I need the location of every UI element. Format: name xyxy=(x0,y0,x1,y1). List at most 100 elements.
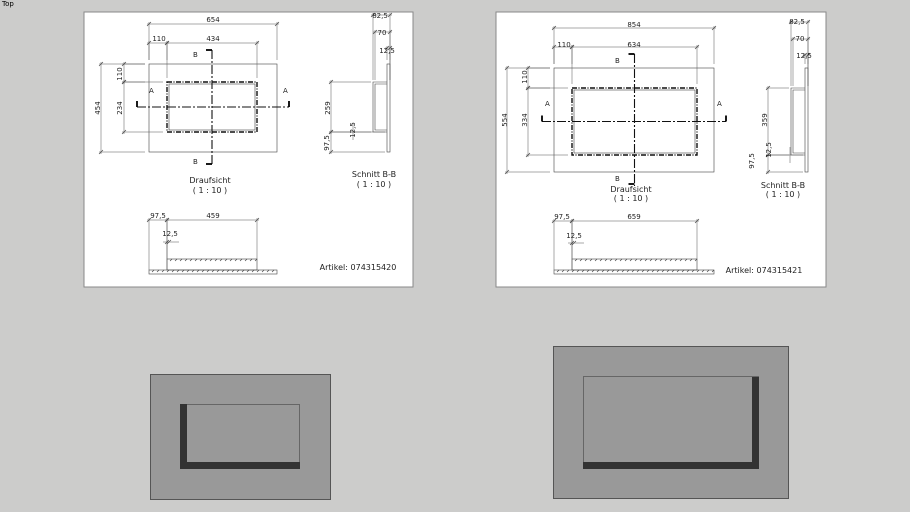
hatch xyxy=(226,269,230,273)
hatch xyxy=(209,258,213,262)
dim-margin-top: 110 xyxy=(521,70,529,83)
dim-section-bottom: 97,5 xyxy=(323,135,331,151)
hatch xyxy=(596,269,600,273)
model-object-small[interactable] xyxy=(150,374,331,500)
hatch xyxy=(686,269,690,273)
dim-tick xyxy=(571,240,577,246)
hatch xyxy=(196,269,200,273)
hatch xyxy=(244,258,248,262)
hatch xyxy=(216,269,220,273)
dim-inner-width: 634 xyxy=(627,41,641,49)
model-object-large[interactable] xyxy=(553,346,789,499)
hatch xyxy=(181,269,185,273)
hatch xyxy=(236,269,240,273)
hatch xyxy=(574,258,578,262)
hatch xyxy=(579,258,583,262)
hatch xyxy=(601,269,605,273)
hatch xyxy=(644,258,648,262)
hatch xyxy=(566,269,570,273)
section-frame-inner xyxy=(374,83,387,131)
hatch xyxy=(206,269,210,273)
hatch xyxy=(701,269,705,273)
dim-section-frame: 70 xyxy=(378,29,387,37)
hatch xyxy=(179,258,183,262)
hatch xyxy=(676,269,680,273)
hatch xyxy=(186,269,190,273)
hatch xyxy=(689,258,693,262)
dim-section-height: 359 xyxy=(761,113,769,126)
dim-inner-height: 334 xyxy=(521,113,529,127)
hatch xyxy=(711,269,715,273)
hatch xyxy=(594,258,598,262)
section-scale: ( 1 : 10 ) xyxy=(766,190,800,199)
hatch xyxy=(221,269,225,273)
hatch xyxy=(659,258,663,262)
dim-overall-height: 454 xyxy=(94,101,102,115)
plan-title: Draufsicht xyxy=(189,176,230,185)
hatch xyxy=(654,258,658,262)
plan-title: Draufsicht xyxy=(610,185,651,194)
hatch xyxy=(629,258,633,262)
hatch xyxy=(229,258,233,262)
dim-inner-width: 434 xyxy=(206,35,220,43)
section-marker-a-right: A xyxy=(283,87,288,95)
hatch xyxy=(606,269,610,273)
hatch xyxy=(161,269,165,273)
hatch xyxy=(201,269,205,273)
hatch xyxy=(611,269,615,273)
hatch xyxy=(664,258,668,262)
hatch xyxy=(171,269,175,273)
hatch xyxy=(561,269,565,273)
hatch xyxy=(166,269,170,273)
section-frame-inner xyxy=(792,89,805,154)
hatch xyxy=(266,269,270,273)
dim-tick xyxy=(569,240,575,246)
hatch xyxy=(241,269,245,273)
dim-margin-top: 110 xyxy=(116,67,124,80)
section-marker-b-bottom: B xyxy=(615,175,620,183)
hatch xyxy=(271,269,275,273)
dim-bottom-thickness: 12,5 xyxy=(566,232,582,240)
dim-bottom-offset: 97,5 xyxy=(554,213,570,221)
hatch xyxy=(251,269,255,273)
drawing-sheet-1[interactable]: A A B B 654 110 434 454 110 234 82,5 70 … xyxy=(83,11,414,288)
hatch xyxy=(261,269,265,273)
hatch xyxy=(599,258,603,262)
hatch xyxy=(619,258,623,262)
hatch xyxy=(224,258,228,262)
section-marker-b-top: B xyxy=(193,51,198,59)
hatch xyxy=(231,269,235,273)
dim-bottom-offset: 97,5 xyxy=(150,212,166,220)
hatch xyxy=(249,258,253,262)
hatch xyxy=(631,269,635,273)
hatch xyxy=(586,269,590,273)
hatch xyxy=(239,258,243,262)
dim-tick xyxy=(166,239,172,245)
article-number: Artikel: 074315420 xyxy=(320,263,397,272)
dim-section-frame: 70 xyxy=(796,35,805,43)
hatch xyxy=(204,258,208,262)
hatch xyxy=(646,269,650,273)
dim-inner-height: 234 xyxy=(116,101,124,115)
object-recess-face xyxy=(180,404,300,469)
section-plate xyxy=(804,67,809,173)
article-number: Artikel: 074315421 xyxy=(726,266,803,275)
hatch xyxy=(649,258,653,262)
drawing-sheet-2[interactable]: A A B B 854 110 634 554 110 334 82,5 70 … xyxy=(495,11,827,288)
hatch xyxy=(189,258,193,262)
hatch xyxy=(706,269,710,273)
hatch xyxy=(666,269,670,273)
hatch xyxy=(246,269,250,273)
plate-outline xyxy=(148,63,278,153)
dim-section-thickness: 12,5 xyxy=(765,142,773,158)
hatch xyxy=(621,269,625,273)
hatch xyxy=(169,258,173,262)
hatch xyxy=(669,258,673,262)
sheet-background xyxy=(83,11,414,288)
hatch xyxy=(589,258,593,262)
dim-overall-width: 854 xyxy=(627,21,641,29)
hatch xyxy=(234,258,238,262)
hatch xyxy=(639,258,643,262)
dim-tick xyxy=(164,239,170,245)
